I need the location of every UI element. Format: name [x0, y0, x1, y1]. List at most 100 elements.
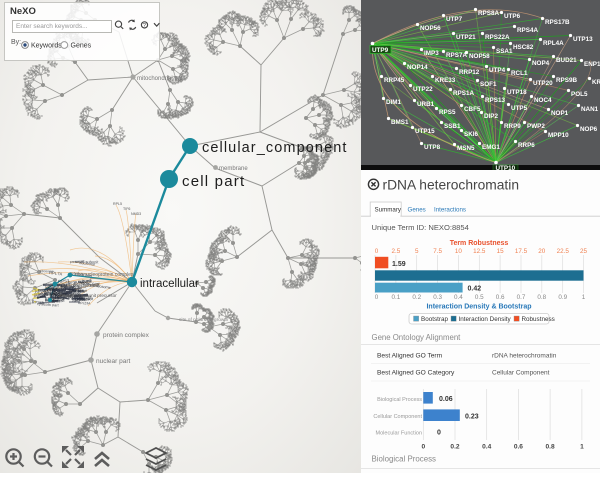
- svg-text:URB1: URB1: [417, 101, 435, 108]
- svg-text:1.59: 1.59: [392, 261, 406, 268]
- svg-text:NAN1: NAN1: [581, 106, 599, 113]
- svg-text:NOC4: NOC4: [534, 97, 552, 104]
- svg-text:Genes: Genes: [71, 43, 92, 50]
- svg-text:RPS8A: RPS8A: [478, 10, 499, 17]
- svg-text:Interaction Density: Interaction Density: [459, 316, 512, 323]
- svg-text:UTP18: UTP18: [507, 89, 527, 96]
- svg-text:0.42: 0.42: [468, 286, 482, 293]
- svg-text:RCL1: RCL1: [511, 70, 528, 77]
- svg-text:Molecular Function: Molecular Function: [376, 431, 422, 437]
- svg-text:Cellular Component: Cellular Component: [373, 414, 422, 420]
- svg-text:protein complex: protein complex: [103, 332, 150, 339]
- svg-text:0.7: 0.7: [517, 294, 526, 301]
- svg-text:Best Aligned GO Term: Best Aligned GO Term: [377, 353, 443, 360]
- svg-text:20: 20: [538, 248, 546, 255]
- svg-text:SSB1: SSB1: [444, 123, 461, 130]
- svg-text:RRP45: RRP45: [384, 77, 405, 84]
- svg-text:0.8: 0.8: [537, 294, 546, 301]
- svg-text:RRP6: RRP6: [518, 142, 535, 149]
- svg-text:BMS1: BMS1: [391, 119, 409, 126]
- svg-text:1: 1: [582, 294, 586, 301]
- svg-text:NMD3: NMD3: [131, 212, 141, 216]
- svg-text:RPS22A: RPS22A: [485, 34, 510, 41]
- svg-text:Unique Term ID: NEXO:8854: Unique Term ID: NEXO:8854: [372, 223, 469, 232]
- svg-text:0.6: 0.6: [514, 444, 523, 451]
- svg-text:UTP22: UTP22: [413, 86, 433, 93]
- svg-text:Genes: Genes: [408, 207, 426, 214]
- svg-text:NOP6: NOP6: [580, 126, 598, 133]
- svg-text:UTP15: UTP15: [415, 128, 435, 135]
- svg-text:Biological Process: Biological Process: [372, 455, 437, 464]
- svg-text:0.4: 0.4: [482, 444, 491, 451]
- svg-text:BUD21: BUD21: [556, 57, 577, 64]
- svg-text:?: ?: [143, 23, 147, 29]
- svg-text:0.23: 0.23: [465, 414, 479, 421]
- svg-text:Term Robustness: Term Robustness: [450, 240, 509, 247]
- svg-text:RPL7A: RPL7A: [49, 270, 63, 277]
- svg-text:UTP6: UTP6: [504, 13, 521, 20]
- svg-text:0: 0: [437, 430, 441, 437]
- svg-text:0.4: 0.4: [454, 294, 463, 301]
- svg-text:25: 25: [580, 248, 588, 255]
- svg-text:UTP7: UTP7: [446, 16, 463, 23]
- svg-text:UTP4: UTP4: [489, 67, 506, 74]
- svg-text:Best Aligned GO Category: Best Aligned GO Category: [377, 370, 455, 377]
- svg-text:0.5: 0.5: [475, 294, 484, 301]
- svg-text:0.6: 0.6: [496, 294, 505, 301]
- svg-text:17.5: 17.5: [515, 248, 528, 255]
- svg-text:0: 0: [421, 444, 425, 451]
- svg-text:NOP4: NOP4: [532, 60, 550, 67]
- svg-text:cellular_component: cellular_component: [202, 140, 348, 156]
- svg-text:intracellular: intracellular: [140, 278, 199, 290]
- svg-text:TIF6: TIF6: [123, 207, 130, 211]
- svg-text:HSC82: HSC82: [513, 44, 534, 51]
- svg-text:Interactions: Interactions: [434, 207, 466, 214]
- svg-text:Cellular Component: Cellular Component: [492, 370, 550, 377]
- svg-text:12.5: 12.5: [473, 248, 486, 255]
- svg-text:EMG1: EMG1: [482, 144, 500, 151]
- svg-text:RPL5: RPL5: [113, 202, 122, 206]
- svg-text:rDNA heterochromatin: rDNA heterochromatin: [383, 178, 520, 193]
- svg-text:PWP2: PWP2: [527, 123, 545, 130]
- svg-text:5: 5: [415, 248, 419, 255]
- svg-text:22.5: 22.5: [557, 248, 570, 255]
- svg-text:15: 15: [497, 248, 505, 255]
- svg-text:2.5: 2.5: [392, 248, 401, 255]
- svg-text:0.2: 0.2: [450, 444, 459, 451]
- svg-text:DIP2: DIP2: [484, 113, 498, 120]
- svg-text:0.1: 0.1: [392, 294, 401, 301]
- svg-text:RRP12: RRP12: [459, 69, 480, 76]
- svg-text:small subunit: small subunit: [75, 259, 99, 264]
- svg-text:rDNA heterochromatin: rDNA heterochromatin: [492, 353, 557, 360]
- svg-text:SKI6: SKI6: [464, 131, 478, 138]
- svg-text:RPS1A: RPS1A: [453, 90, 474, 97]
- svg-text:site of polarized growth: site of polarized growth: [179, 317, 229, 323]
- svg-text:Biological Process: Biological Process: [377, 397, 422, 403]
- svg-text:MSN5: MSN5: [457, 145, 475, 152]
- svg-text:UTP21: UTP21: [456, 34, 476, 41]
- svg-text:7.5: 7.5: [433, 248, 442, 255]
- svg-text:UTP5: UTP5: [511, 105, 528, 112]
- svg-text:RPS13: RPS13: [485, 97, 505, 104]
- svg-text:IMP3: IMP3: [424, 50, 439, 57]
- svg-text:0.3: 0.3: [433, 294, 442, 301]
- svg-text:KRE33: KRE33: [435, 77, 456, 84]
- svg-text:0: 0: [375, 248, 379, 255]
- svg-text:SSA1: SSA1: [496, 48, 513, 55]
- svg-text:RPS4A: RPS4A: [517, 27, 538, 34]
- svg-text:10: 10: [455, 248, 463, 255]
- svg-text:Gene Ontology Alignment: Gene Ontology Alignment: [372, 333, 462, 342]
- svg-text:ribonucleoprotein complex: ribonucleoprotein complex: [75, 272, 134, 278]
- svg-text:CBF5: CBF5: [464, 106, 481, 113]
- svg-text:Summary: Summary: [375, 207, 402, 214]
- svg-text:NOP56: NOP56: [420, 25, 441, 32]
- svg-text:SOF1: SOF1: [480, 81, 497, 88]
- svg-text:nuclear part: nuclear part: [96, 358, 131, 365]
- svg-text:ribosomal subunit: ribosomal subunit: [60, 283, 100, 289]
- svg-text:Interaction Density & Bootstra: Interaction Density & Bootstrap: [426, 304, 531, 311]
- svg-text:RPS7A: RPS7A: [446, 52, 467, 59]
- svg-text:ribosomal subunit precursor: ribosomal subunit precursor: [60, 293, 117, 298]
- svg-text:RPS9B: RPS9B: [556, 77, 577, 84]
- svg-text:Robustness: Robustness: [522, 316, 555, 323]
- svg-text:MPP10: MPP10: [548, 132, 569, 139]
